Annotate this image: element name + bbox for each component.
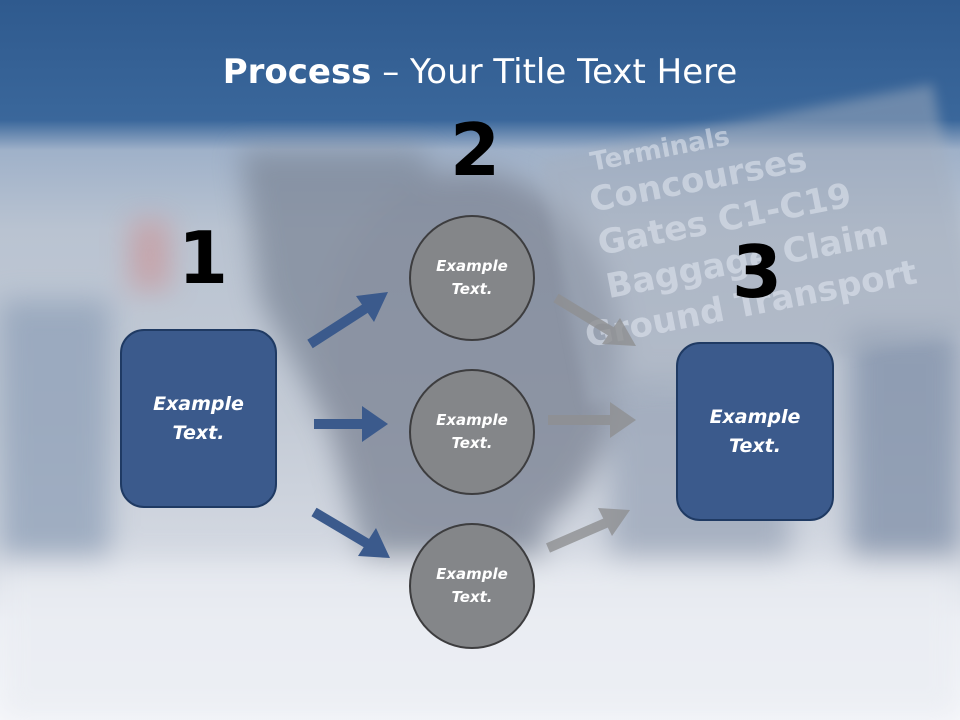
step-2-circle-top[interactable]: Example Text. xyxy=(409,215,535,341)
step-2-circle-bottom[interactable]: Example Text. xyxy=(409,523,535,649)
step-number-2: 2 xyxy=(450,108,501,192)
arrow-to-bottom-circle xyxy=(311,507,390,558)
circle-label: Example Text. xyxy=(436,565,508,606)
step-1-box[interactable]: Example Text. xyxy=(120,329,277,508)
step-2-circle-middle[interactable]: Example Text. xyxy=(409,369,535,495)
circle-label: Example Text. xyxy=(436,411,508,452)
arrow-bottom-to-box xyxy=(546,508,630,553)
step-number-3: 3 xyxy=(732,230,783,314)
title-bold: Process xyxy=(222,52,372,92)
arrow-to-top-circle xyxy=(307,292,388,349)
arrow-to-middle-circle xyxy=(314,406,388,442)
slide-title: Process – Your Title Text Here xyxy=(0,52,960,92)
circle-label: Example Text. xyxy=(436,257,508,298)
arrow-top-to-box xyxy=(553,293,636,346)
title-rest: – Your Title Text Here xyxy=(371,52,738,92)
arrow-middle-to-box xyxy=(548,402,636,438)
step-3-label: Example Text. xyxy=(709,405,801,457)
step-1-label: Example Text. xyxy=(153,392,244,444)
step-3-box[interactable]: Example Text. xyxy=(676,342,834,521)
step-number-1: 1 xyxy=(178,216,229,300)
